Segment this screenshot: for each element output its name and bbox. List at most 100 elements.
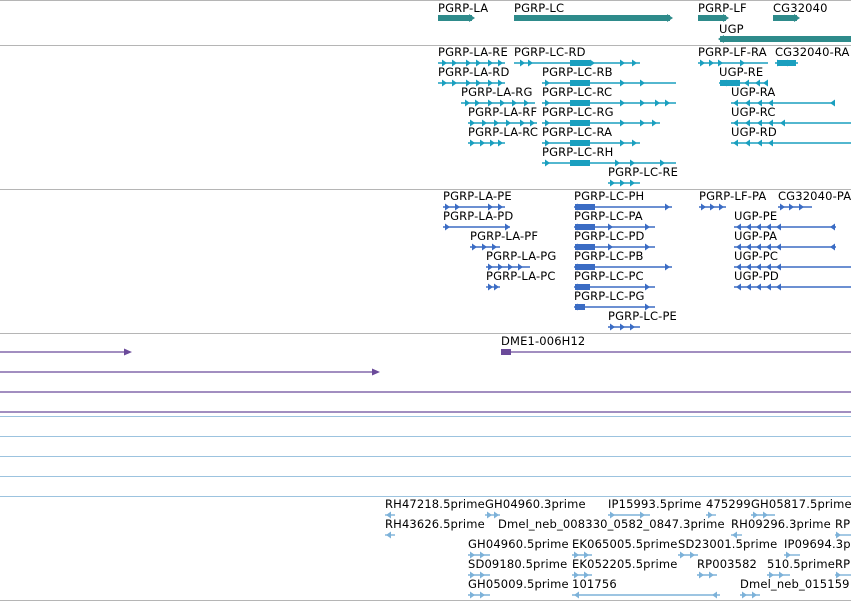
feature-label: PGRP-LC-PG	[574, 289, 645, 303]
transcript-feature[interactable]	[436, 57, 511, 69]
protein-feature[interactable]	[468, 241, 506, 253]
est-feature[interactable]	[570, 589, 726, 601]
protein-feature[interactable]	[606, 321, 646, 333]
feature-label: PGRP-LA-PF	[470, 229, 539, 243]
clone-line-icon	[0, 368, 380, 376]
transcript-feature[interactable]	[466, 137, 511, 149]
transcript-feature[interactable]	[773, 57, 804, 69]
protein-feature[interactable]	[441, 201, 511, 213]
transcript-feature[interactable]	[729, 117, 851, 129]
est-feature[interactable]	[833, 569, 851, 581]
transcript-feature[interactable]	[466, 117, 543, 129]
est-feature[interactable]	[749, 509, 781, 521]
clone-feature[interactable]	[0, 386, 851, 398]
gene-feature[interactable]	[771, 12, 803, 24]
clone-feature[interactable]	[0, 366, 382, 378]
est-feature[interactable]	[676, 549, 704, 561]
gene-bar-icon	[698, 14, 729, 22]
protein-feature[interactable]	[732, 241, 842, 253]
feature-label: PGRP-LC	[514, 1, 565, 15]
transcript-arrow-icon	[731, 139, 851, 147]
transcript-feature[interactable]	[512, 57, 646, 69]
est-arrow-icon	[608, 511, 650, 519]
protein-feature[interactable]	[572, 281, 661, 293]
transcript-feature[interactable]	[540, 157, 682, 169]
est-feature[interactable]	[466, 549, 496, 561]
transcript-feature[interactable]	[606, 177, 646, 189]
protein-feature[interactable]	[697, 201, 732, 213]
feature-label: CG32040	[773, 1, 828, 15]
feature-label: UGP-RA	[731, 85, 776, 99]
clone-feature[interactable]	[0, 346, 134, 358]
protein-feature[interactable]	[572, 241, 661, 253]
protein-feature[interactable]	[484, 261, 536, 273]
est-feature[interactable]	[833, 529, 851, 541]
feature-label: EK052205.5prime	[572, 557, 678, 571]
est-arrow-icon	[385, 511, 395, 519]
feature-label: UGP-PC	[734, 249, 779, 263]
protein-feature[interactable]	[732, 281, 851, 293]
transcript-feature[interactable]	[540, 97, 682, 109]
clone-feature[interactable]	[0, 406, 851, 418]
gene-feature[interactable]	[718, 33, 851, 45]
protein-feature[interactable]	[441, 221, 516, 233]
transcript-feature[interactable]	[729, 137, 851, 149]
feature-label: PGRP-LC-RD	[514, 45, 586, 59]
clone-feature[interactable]	[499, 346, 851, 358]
protein-feature[interactable]	[776, 201, 818, 213]
est-feature[interactable]	[483, 509, 506, 521]
protein-feature[interactable]	[484, 281, 506, 293]
gene-feature[interactable]	[512, 12, 676, 24]
est-feature[interactable]	[738, 589, 766, 601]
est-feature[interactable]	[570, 549, 598, 561]
protein-feature[interactable]	[732, 261, 851, 273]
feature-label: PGRP-LA-RG	[461, 85, 533, 99]
est-arrow-icon	[678, 551, 698, 559]
protein-feature[interactable]	[572, 261, 678, 273]
feature-label: RH09296.3prime	[731, 517, 831, 531]
est-arrow-icon	[835, 571, 851, 579]
est-feature[interactable]	[695, 569, 723, 581]
transcript-feature[interactable]	[459, 97, 541, 109]
est-feature[interactable]	[704, 509, 722, 521]
est-feature[interactable]	[383, 529, 401, 541]
est-feature[interactable]	[782, 549, 806, 561]
feature-label: GH04960.3prime	[485, 497, 586, 511]
track-separator	[0, 436, 851, 437]
protein-arrow-icon	[574, 263, 672, 271]
transcript-feature[interactable]	[540, 117, 666, 129]
transcript-feature[interactable]	[540, 77, 682, 89]
protein-feature[interactable]	[572, 301, 661, 313]
feature-label: CG32040-RA	[775, 45, 850, 59]
transcript-feature[interactable]	[436, 77, 511, 89]
protein-arrow-icon	[574, 203, 672, 211]
gene-feature[interactable]	[436, 12, 478, 24]
est-feature[interactable]	[606, 509, 656, 521]
gene-feature[interactable]	[696, 12, 732, 24]
est-feature[interactable]	[729, 529, 748, 541]
protein-feature[interactable]	[572, 221, 661, 233]
feature-label: RP	[835, 517, 851, 531]
est-feature[interactable]	[765, 569, 796, 581]
est-feature[interactable]	[383, 509, 401, 521]
est-arrow-icon	[485, 511, 500, 519]
feature-label: PGRP-LC-PE	[608, 309, 677, 323]
est-feature[interactable]	[570, 569, 598, 581]
est-arrow-icon	[835, 531, 851, 539]
protein-feature[interactable]	[732, 221, 842, 233]
transcript-feature[interactable]	[696, 57, 774, 69]
transcript-feature[interactable]	[540, 137, 646, 149]
transcript-feature[interactable]	[717, 77, 774, 89]
feature-label: PGRP-LC-PD	[574, 229, 645, 243]
protein-arrow-icon	[608, 323, 640, 331]
transcript-arrow-icon	[542, 79, 676, 87]
feature-label: SD23001.5prime	[678, 537, 778, 551]
transcript-feature[interactable]	[729, 97, 841, 109]
transcript-arrow-icon	[468, 119, 537, 127]
protein-feature[interactable]	[572, 201, 678, 213]
track-separator	[0, 496, 851, 497]
est-feature[interactable]	[466, 569, 496, 581]
est-feature[interactable]	[466, 589, 496, 601]
feature-label: UGP-PD	[734, 269, 779, 283]
